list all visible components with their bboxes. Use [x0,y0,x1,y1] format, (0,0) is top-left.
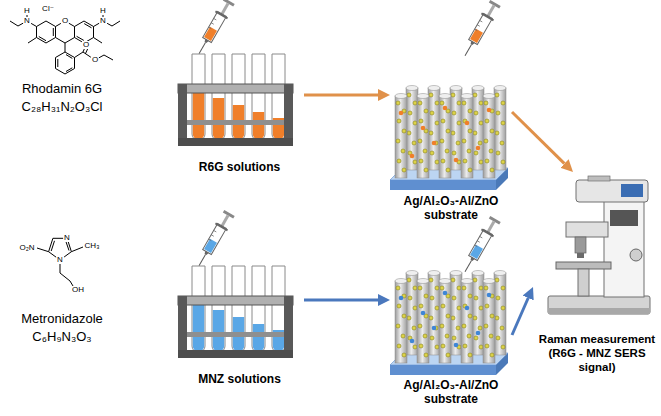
atom-label: N [63,234,71,242]
atom-label: N [56,256,64,264]
instrument-panel [621,184,643,197]
atom-label: CH₃ [84,242,101,250]
rhodamine-structure [10,13,120,74]
atom-label: H [23,7,31,15]
instrument-camera [588,176,610,181]
double-bonds [39,24,92,72]
sample-rack: MNZ solutions [175,235,304,386]
instrument-base-edge [548,308,650,314]
sers-substrate: Ag/Al₂O₃-Al/ZnO substrate [390,235,512,406]
nanorod-substrate [390,271,508,376]
flow-arrow [304,299,378,302]
chemical-formula: C₆H₉N₃O₃ [32,330,91,343]
sample-rack: R6G solutions [175,20,304,174]
test-tube-rack [178,54,293,146]
focus-knob [630,249,642,261]
nanorod-substrate [390,86,508,191]
atom-label: O [91,56,99,64]
metronidazole-structure [37,238,83,286]
syringe-icon [193,210,236,270]
atom-label: N [23,17,31,25]
flow-arrow [512,298,528,335]
caption: R6G solutions [175,160,304,174]
objective-tip [577,253,584,258]
atom-label: OH [71,286,85,294]
syringe-icon [193,0,236,57]
atom-label: Cl⁻ [41,5,55,13]
caption: MNZ solutions [175,372,304,386]
test-tube-rack [178,266,293,358]
flow-arrow [304,94,378,97]
atom-label: O [61,17,69,25]
atom-label: N [99,17,107,25]
instrument-body [604,198,644,297]
raman-instrument [548,176,650,314]
instrument-head [576,180,648,202]
atom-label: H [99,7,107,15]
atom-label: O₂N [18,244,35,252]
instrument-base [548,296,650,314]
instrument-window [610,210,638,226]
syringe-icon [459,0,502,59]
chemical-formula: C₂₈H₃₁N₂O₃Cl [21,100,102,113]
compound-name: Metronidazole [21,312,103,325]
caption: Ag/Al₂O₃-Al/ZnO substrate [390,194,512,222]
compound-name: Rhodamin 6G [22,82,102,95]
bond-lines [10,13,120,74]
atom-label: O [82,41,90,49]
flow-arrow [512,112,564,164]
stage-post [578,269,589,296]
raman-spectrometer: Raman measurement (R6G - MNZ SERS signal… [533,172,661,374]
objective-lens [575,237,586,253]
bond-lines [37,238,83,286]
caption: Ag/Al₂O₃-Al/ZnO substrate [390,378,512,406]
instrument-arm [566,222,608,237]
syringe-icon [459,216,502,276]
caption: Raman measurement (R6G - MNZ SERS signal… [533,332,661,374]
sample-stage [556,262,611,269]
sers-substrate: Ag/Al₂O₃-Al/ZnO substrate [390,12,512,222]
